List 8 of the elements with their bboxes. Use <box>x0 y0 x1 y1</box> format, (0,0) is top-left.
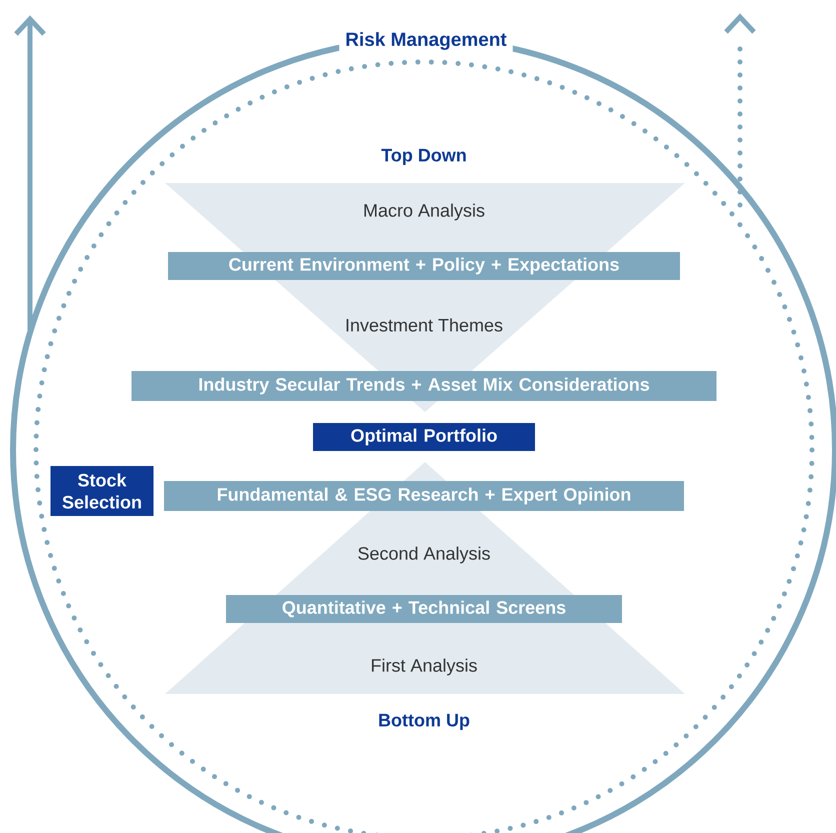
node-label: Bottom Up <box>379 714 470 730</box>
label-box: Optimal Portfolio <box>313 423 535 451</box>
label-bar: Current Environment + Policy + Expectations <box>168 252 680 280</box>
label-bar: Quantitative + Technical Screens <box>226 595 622 623</box>
label-bar: Fundamental & ESG Research + Expert Opinion <box>164 481 684 511</box>
node-label: Top Down <box>381 148 466 166</box>
label-bar: Industry Secular Trends + Asset Mix Considerations <box>132 371 716 401</box>
label-box: Stock Selection <box>50 466 154 516</box>
